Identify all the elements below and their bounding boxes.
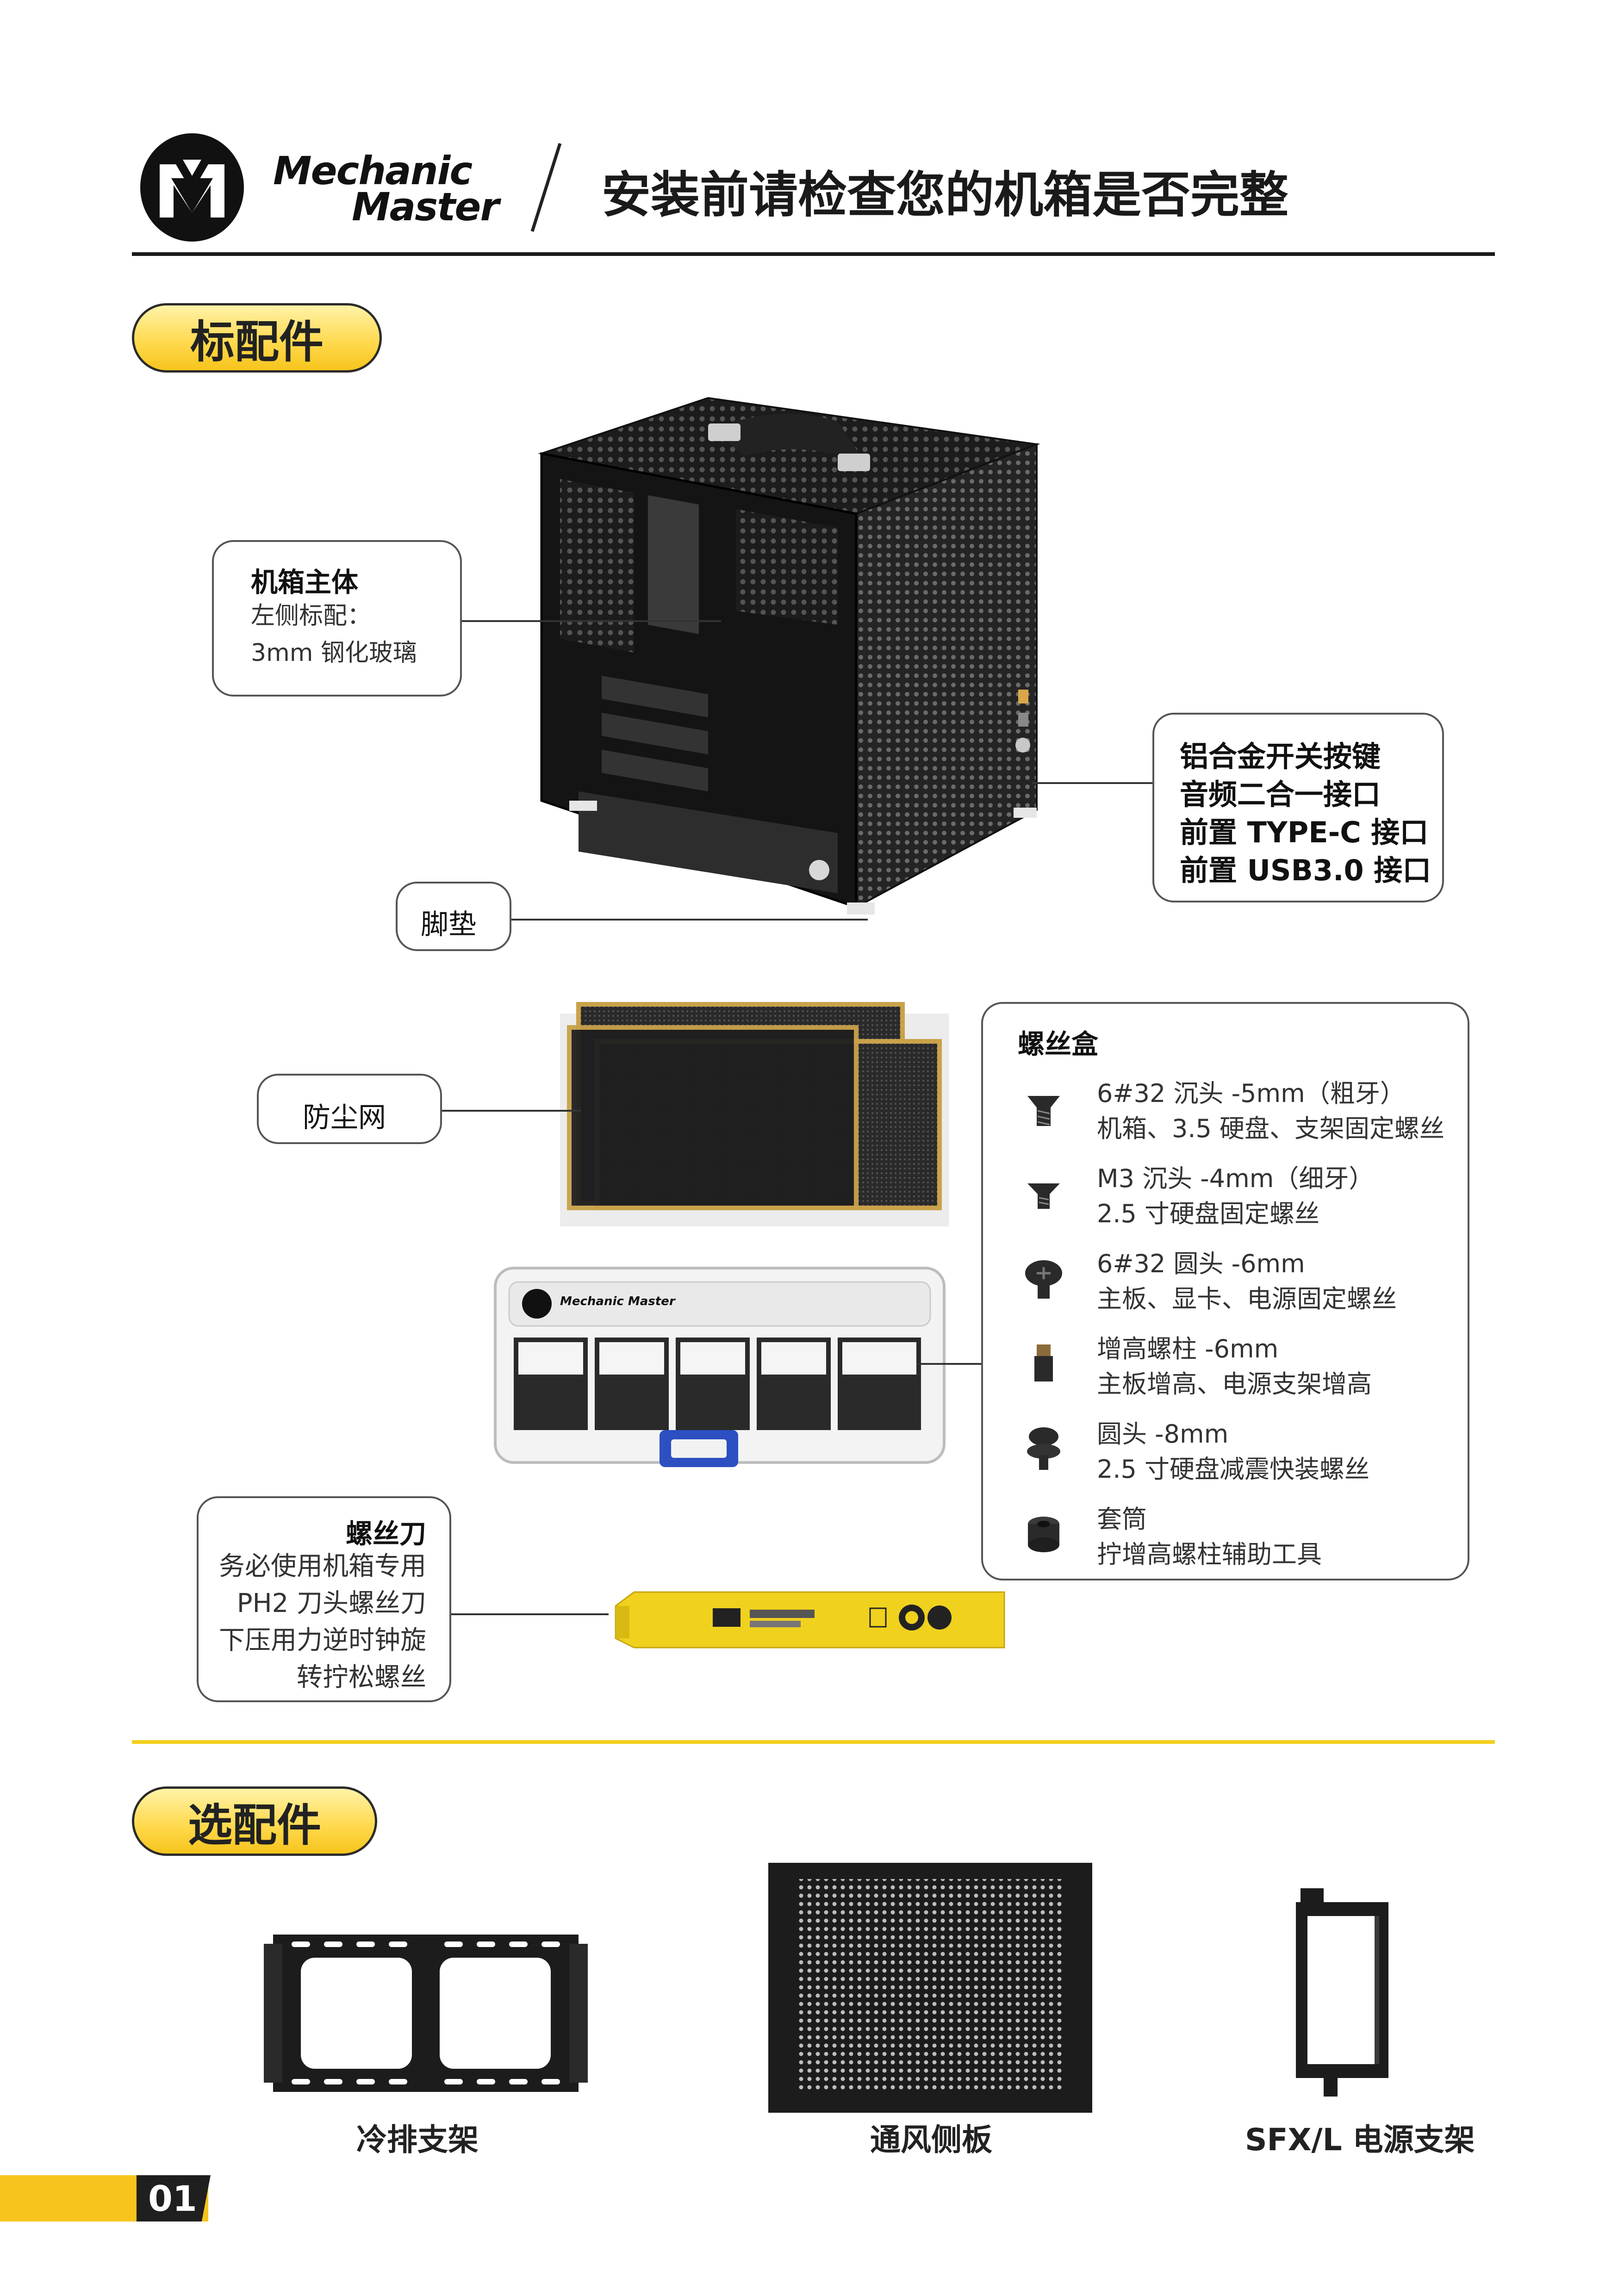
leader-screwdriver bbox=[451, 1613, 609, 1615]
callout-screwdriver: 螺丝刀 务必使用机箱专用 PH2 刀头螺丝刀 下压用力逆时钟旋 转拧松螺丝 bbox=[197, 1496, 451, 1702]
screw-item-1-use: 机箱、3.5 硬盘、支架固定螺丝 bbox=[1097, 1114, 1445, 1143]
header-rule bbox=[132, 252, 1495, 256]
callout-case-body: 机箱主体 左侧标配： 3mm 钢化玻璃 bbox=[212, 540, 462, 697]
screw-item-5-spec: 圆头 -8mm bbox=[1097, 1419, 1229, 1449]
feet-title: 脚垫 bbox=[421, 908, 476, 941]
screwdriver-line-3: 下压用力逆时钟旋 bbox=[219, 1625, 426, 1655]
dust-filter-image bbox=[560, 1002, 949, 1226]
section-standard-label: 标配件 bbox=[132, 303, 382, 373]
brand-line-2: Master bbox=[352, 184, 499, 230]
page-number-tab bbox=[137, 2175, 211, 2221]
callout-dust-filter: 防尘网 bbox=[257, 1074, 442, 1144]
section-divider bbox=[132, 1740, 1495, 1744]
optional-item-radiator-bracket: 冷排支架 bbox=[356, 2122, 479, 2158]
screw-box-brand: Mechanic Master bbox=[560, 1294, 676, 1308]
screw-box-image: Mechanic Master bbox=[494, 1267, 946, 1467]
front-io-line-3: 前置 TYPE-C 接口 bbox=[1180, 815, 1429, 849]
screw-item-6-spec: 套筒 bbox=[1097, 1505, 1147, 1534]
callout-feet: 脚垫 bbox=[396, 882, 511, 951]
mechanic-master-logo-icon bbox=[140, 133, 244, 242]
leader-case-body bbox=[462, 620, 721, 622]
socket-icon bbox=[1028, 1517, 1059, 1552]
screwdriver-image bbox=[615, 1591, 1005, 1649]
screw-item-2-spec: M3 沉头 -4mm（细牙） bbox=[1097, 1164, 1374, 1193]
screw-item-3: 6#32 圆头 -6mm 主板、显卡、电源固定螺丝 bbox=[1018, 1243, 1481, 1317]
screw-item-6: 套筒 拧增高螺柱辅助工具 bbox=[1018, 1499, 1481, 1573]
screwdriver-line-2: PH2 刀头螺丝刀 bbox=[236, 1588, 426, 1618]
screw-item-2-use: 2.5 寸硬盘固定螺丝 bbox=[1097, 1199, 1320, 1228]
front-io-line-2: 音频二合一接口 bbox=[1180, 778, 1381, 811]
callout-front-io: 铝合金开关按键 音频二合一接口 前置 TYPE-C 接口 前置 USB3.0 接… bbox=[1152, 713, 1444, 902]
page-number: 01 bbox=[148, 2178, 197, 2219]
screw-item-5: 圆头 -8mm 2.5 寸硬盘减震快装螺丝 bbox=[1018, 1413, 1481, 1487]
leader-screw-box bbox=[916, 1363, 981, 1365]
case-body-title: 机箱主体 bbox=[251, 566, 359, 598]
screw-item-3-use: 主板、显卡、电源固定螺丝 bbox=[1097, 1284, 1397, 1313]
countersunk-screw-icon bbox=[1027, 1183, 1060, 1209]
screw-item-5-use: 2.5 寸硬盘减震快装螺丝 bbox=[1097, 1455, 1370, 1484]
page-title: 安装前请检查您的机箱是否完整 bbox=[602, 167, 1288, 224]
sfx-psu-bracket-image bbox=[1296, 1888, 1388, 2097]
screw-item-2: M3 沉头 -4mm（细牙） 2.5 寸硬盘固定螺丝 bbox=[1018, 1158, 1481, 1232]
case-body-line-1: 左侧标配： bbox=[251, 602, 372, 630]
screw-item-1-spec: 6#32 沉头 -5mm（粗牙） bbox=[1097, 1079, 1405, 1108]
shock-screw-icon bbox=[1027, 1427, 1060, 1470]
case-image bbox=[538, 397, 1040, 915]
radiator-bracket-image bbox=[264, 1935, 588, 2092]
section-optional-label: 选配件 bbox=[132, 1786, 377, 1856]
countersunk-screw-icon bbox=[1027, 1096, 1060, 1126]
leader-dust-filter bbox=[442, 1110, 581, 1112]
front-io-line-1: 铝合金开关按键 bbox=[1180, 740, 1381, 773]
brand-line-1: Mechanic bbox=[273, 148, 473, 193]
screw-item-4: 增高螺柱 -6mm 主板增高、电源支架增高 bbox=[1018, 1328, 1481, 1402]
screwdriver-line-1: 务必使用机箱专用 bbox=[219, 1551, 426, 1581]
screwdriver-line-4: 转拧松螺丝 bbox=[297, 1662, 426, 1692]
screw-item-6-use: 拧增高螺柱辅助工具 bbox=[1097, 1540, 1322, 1569]
leader-front-io bbox=[1032, 782, 1152, 784]
standoff-icon bbox=[1034, 1344, 1053, 1381]
screw-item-4-use: 主板增高、电源支架增高 bbox=[1097, 1369, 1372, 1399]
round-head-screw-icon bbox=[1025, 1260, 1062, 1299]
leader-feet bbox=[511, 919, 868, 921]
screw-item-3-spec: 6#32 圆头 -6mm bbox=[1097, 1249, 1305, 1278]
screw-box-title: 螺丝盒 bbox=[1018, 1028, 1099, 1060]
front-io-line-4: 前置 USB3.0 接口 bbox=[1180, 853, 1431, 887]
optional-item-sfx-psu-bracket: SFX/L 电源支架 bbox=[1245, 2122, 1475, 2158]
callout-screw-box: 螺丝盒 bbox=[981, 1002, 1469, 1580]
screw-item-1: 6#32 沉头 -5mm（粗牙） 机箱、3.5 硬盘、支架固定螺丝 bbox=[1018, 1073, 1481, 1147]
screwdriver-title: 螺丝刀 bbox=[345, 1518, 426, 1549]
dust-filter-title: 防尘网 bbox=[303, 1101, 386, 1134]
vented-side-panel-image bbox=[768, 1863, 1092, 2113]
header-slash-divider bbox=[530, 143, 562, 232]
optional-item-vented-side-panel: 通风侧板 bbox=[870, 2122, 992, 2158]
screw-item-4-spec: 增高螺柱 -6mm bbox=[1097, 1334, 1279, 1363]
case-body-line-2: 3mm 钢化玻璃 bbox=[251, 639, 417, 667]
